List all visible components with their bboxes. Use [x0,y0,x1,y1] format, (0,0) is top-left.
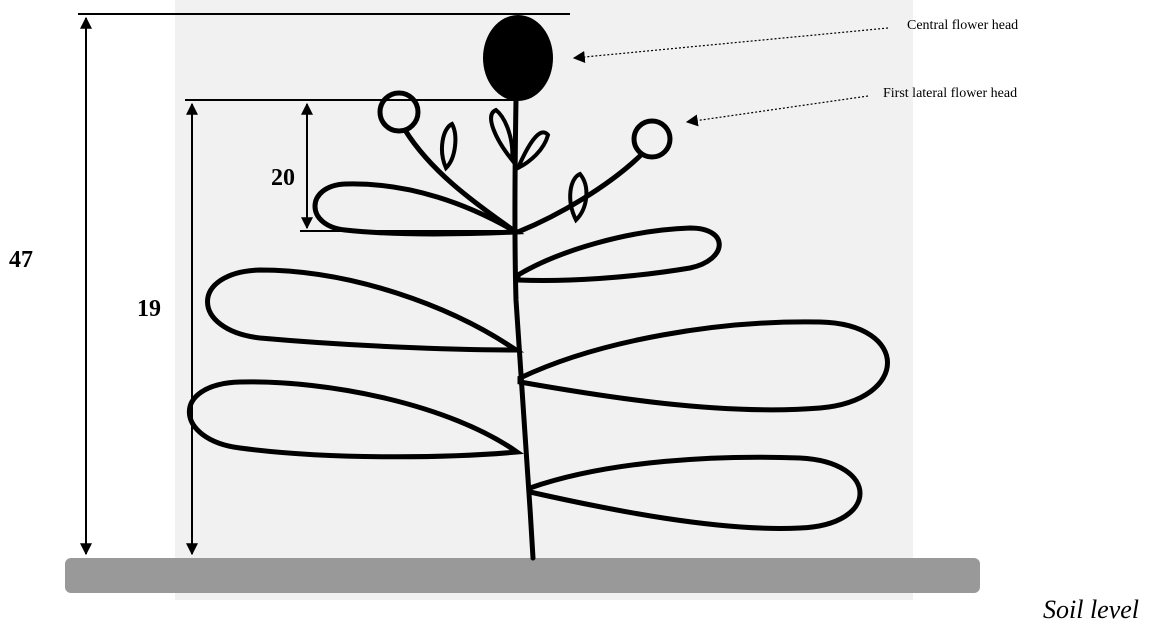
lateral-length-value: 20 [271,165,295,192]
central-flower-head-label: Central flower head [907,18,1018,34]
paper-background [175,0,913,600]
soil-level-bar [65,558,980,593]
central-flower-head [483,15,553,101]
first-lateral-flower-head-label: First lateral flower head [883,86,1017,102]
plant-height-value: 47 [9,247,33,274]
soil-level-label: Soil level [1043,595,1139,625]
lateral-height-value: 19 [137,296,161,323]
